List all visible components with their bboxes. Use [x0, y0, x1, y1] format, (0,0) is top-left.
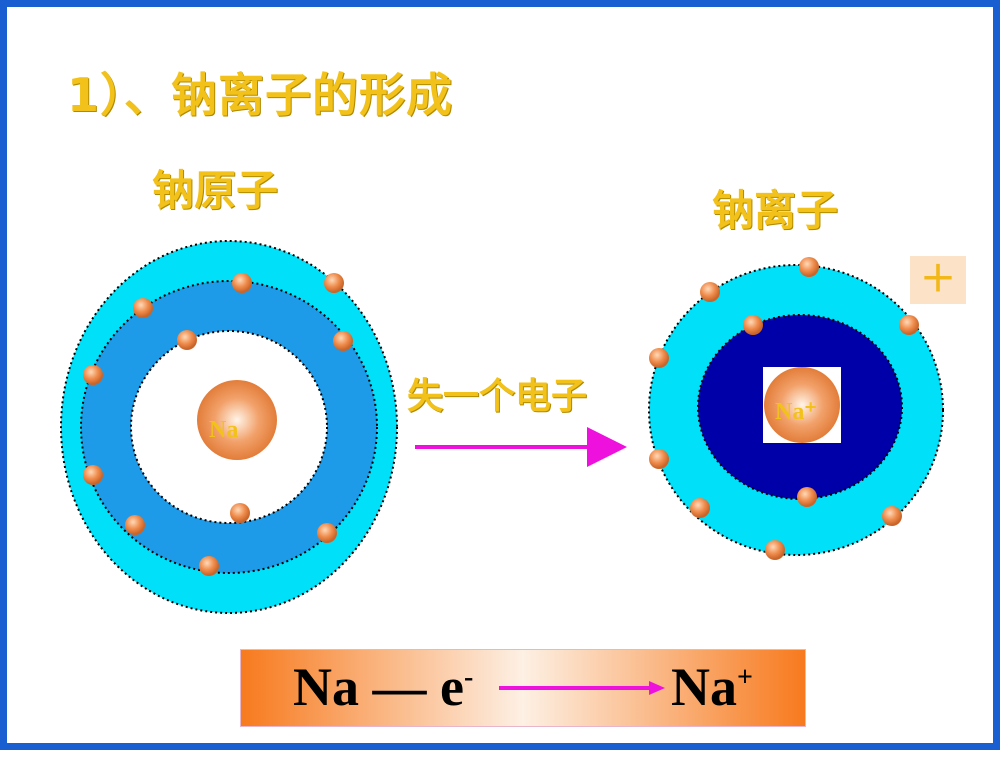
atom-electrons — [83, 273, 353, 576]
sodium-ion-label: 钠离子 — [712, 186, 839, 235]
electron — [649, 348, 669, 368]
ion-nucleus — [764, 367, 840, 443]
equation-left-main: Na — e — [293, 657, 464, 717]
sodium-nucleus-label: Na — [209, 417, 238, 443]
equation-left-sup: - — [463, 662, 474, 693]
ion-electrons — [649, 257, 919, 560]
electron — [83, 365, 103, 385]
electron — [199, 556, 219, 576]
equation-right-sup: + — [737, 662, 753, 693]
equation-right: Na+ — [671, 656, 753, 718]
equation-left: Na — e- — [293, 656, 473, 718]
ion-nucleus-label: Na⁺ — [775, 399, 817, 425]
electron — [690, 498, 710, 518]
sodium-atom: Na — [60, 240, 398, 614]
electron — [899, 315, 919, 335]
sodium-atom-label: 钠原子 — [152, 166, 279, 215]
electron — [882, 506, 902, 526]
electron — [230, 503, 250, 523]
electron — [83, 465, 103, 485]
sodium-nucleus — [197, 380, 277, 460]
equation-right-main: Na — [671, 657, 737, 717]
electron — [333, 331, 353, 351]
lose-electron-label: 失一个电子 — [407, 376, 588, 417]
electron — [700, 282, 720, 302]
electron — [232, 273, 252, 293]
electron — [649, 449, 669, 469]
electron — [797, 487, 817, 507]
electron — [743, 315, 763, 335]
electron — [317, 523, 337, 543]
atom-diagram: Na Na⁺ — [60, 240, 944, 614]
electron — [765, 540, 785, 560]
ionization-equation: Na — e- Na+ — [240, 649, 806, 727]
electron — [125, 515, 145, 535]
page-title: 1）、钠离子的形成 — [67, 68, 454, 122]
plus-charge-badge: ＋ — [910, 256, 966, 304]
equation-arrow-icon — [499, 681, 665, 695]
sodium-ion: Na⁺ — [648, 257, 944, 560]
electron — [133, 298, 153, 318]
electron — [324, 273, 344, 293]
electron — [177, 330, 197, 350]
electron — [799, 257, 819, 277]
